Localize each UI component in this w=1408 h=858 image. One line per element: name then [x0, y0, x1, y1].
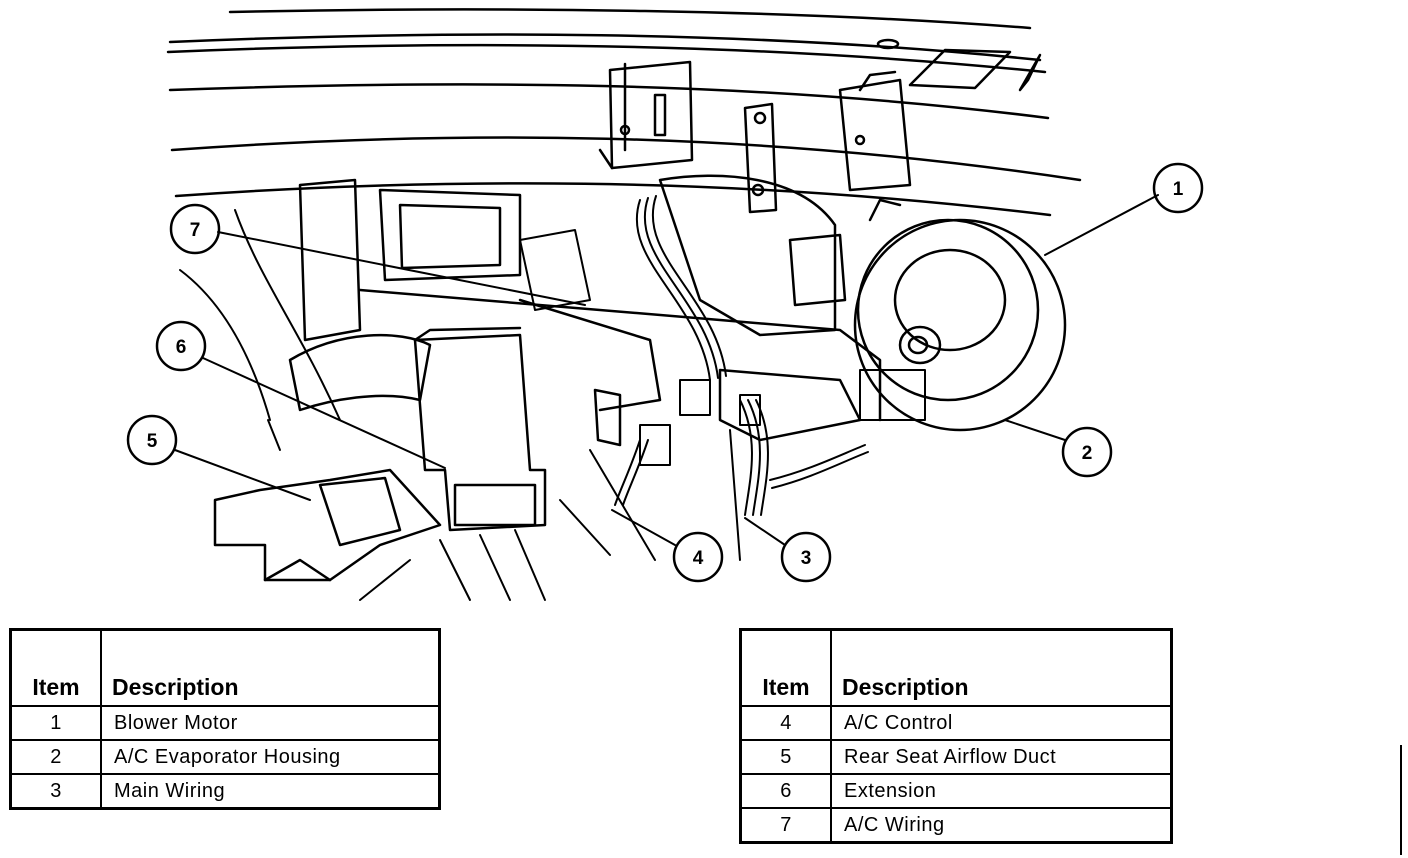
item-number: 3 [9, 773, 102, 810]
item-description: Blower Motor [100, 705, 441, 741]
blower-motor [853, 198, 1067, 432]
table-row: 7 A/C Wiring [739, 807, 1173, 844]
item-number: 1 [9, 705, 102, 741]
callout-4-number: 4 [693, 548, 704, 569]
callout-3: 3 [780, 531, 832, 583]
table-row: 1 Blower Motor [9, 705, 441, 741]
column-header-item: Item [739, 628, 832, 707]
item-number: 6 [739, 773, 832, 809]
legend-table-left: Item Description 1 Blower Motor 2 A/C Ev… [9, 628, 441, 810]
callout-1-number: 1 [1173, 179, 1184, 200]
evaporator-housing [288, 174, 882, 442]
item-description: Main Wiring [100, 773, 441, 810]
table-row: 4 A/C Control [739, 705, 1173, 741]
item-description: A/C Wiring [830, 807, 1173, 844]
callout-6: 6 [155, 320, 207, 372]
instrument-panel-outline [166, 8, 1082, 217]
page-edge-line [1400, 745, 1402, 855]
item-number: 2 [9, 739, 102, 775]
table-row: 3 Main Wiring [9, 773, 441, 810]
background-contours [179, 209, 741, 601]
callout-1: 1 [1152, 162, 1204, 214]
mounting-brackets [598, 60, 912, 214]
item-description: Extension [830, 773, 1173, 809]
callout-4: 4 [672, 531, 724, 583]
legend-table-right: Item Description 4 A/C Control 5 Rear Se… [739, 628, 1173, 844]
callout-3-number: 3 [801, 548, 812, 569]
callout-2-number: 2 [1082, 443, 1093, 464]
column-header-description: Description [100, 628, 441, 707]
callout-5-number: 5 [147, 431, 158, 452]
callout-2: 2 [1061, 426, 1113, 478]
item-description: Rear Seat Airflow Duct [830, 739, 1173, 775]
air-ducts [213, 326, 622, 582]
table-row: 5 Rear Seat Airflow Duct [739, 739, 1173, 775]
column-header-item: Item [9, 628, 102, 707]
item-number: 7 [739, 807, 832, 844]
legend-header-row: Item Description [739, 628, 1173, 707]
callout-7-number: 7 [190, 220, 201, 241]
item-number: 5 [739, 739, 832, 775]
callout-7: 7 [169, 203, 221, 255]
callout-6-number: 6 [176, 337, 187, 358]
item-description: A/C Control [830, 705, 1173, 741]
item-number: 4 [739, 705, 832, 741]
column-header-description: Description [830, 628, 1173, 707]
item-description: A/C Evaporator Housing [100, 739, 441, 775]
table-row: 2 A/C Evaporator Housing [9, 739, 441, 775]
legend-header-row: Item Description [9, 628, 441, 707]
callout-5: 5 [126, 414, 178, 466]
hvac-assembly-illustration: 1 2 3 4 5 6 7 [126, 8, 1204, 601]
wiring-harnesses [519, 195, 926, 516]
leader-lines [174, 194, 1159, 546]
table-row: 6 Extension [739, 773, 1173, 809]
